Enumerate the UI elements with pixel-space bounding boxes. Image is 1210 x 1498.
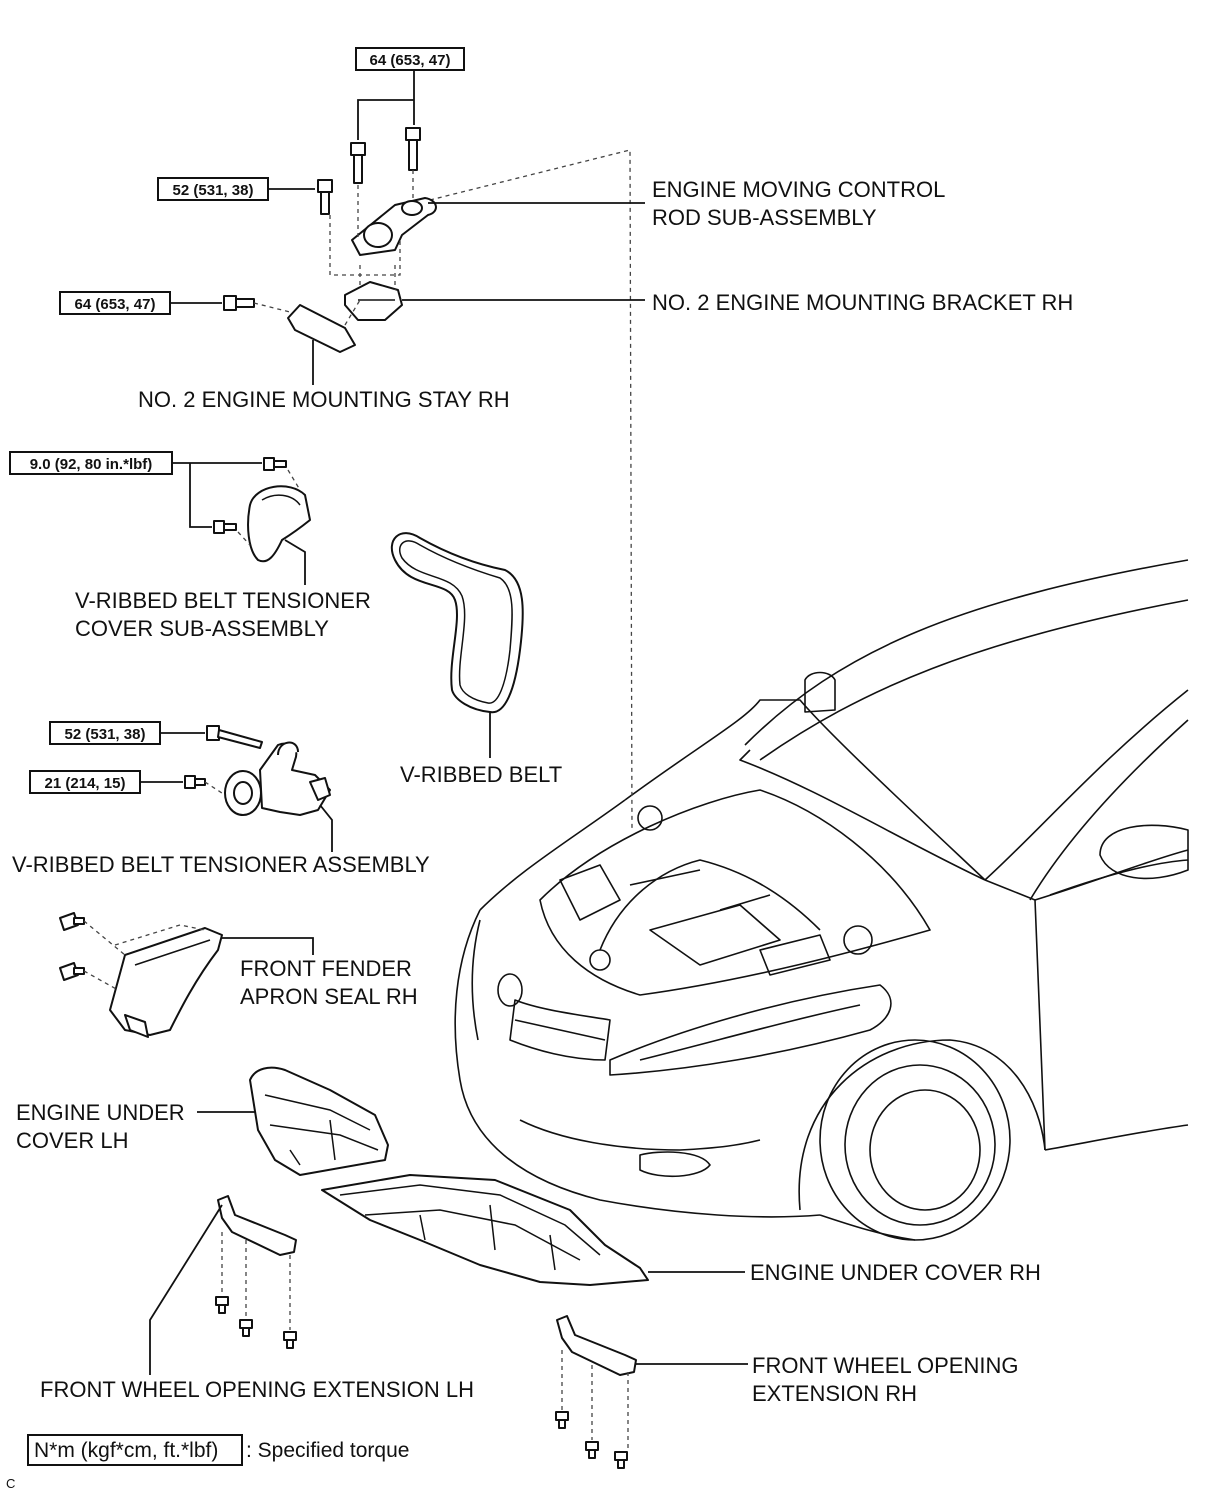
label-tensioner-cover: V-RIBBED BELT TENSIONER	[75, 588, 371, 613]
v-ribbed-belt-part	[390, 532, 524, 714]
bolt-icon	[213, 520, 237, 534]
bolt-icon	[405, 127, 421, 171]
torque-box-control-rod-left: 52 (531, 38)	[157, 177, 315, 201]
svg-text:52 (531, 38): 52 (531, 38)	[65, 726, 146, 743]
svg-text:9.0 (92, 80 in.*lbf): 9.0 (92, 80 in.*lbf)	[30, 456, 153, 473]
bolt-icon	[283, 1331, 297, 1349]
bolt-icon	[215, 1296, 229, 1314]
legend-unit: N*m (kgf*cm, ft.*lbf)	[34, 1439, 218, 1462]
bolt-icon	[585, 1441, 599, 1459]
label-front-wheel-opening-extension-rh: FRONT WHEEL OPENING	[752, 1353, 1018, 1378]
bolt-icon	[614, 1451, 628, 1469]
bolt-icon	[350, 142, 366, 184]
no2-engine-mounting-stay-part	[253, 299, 361, 353]
engine-moving-control-rod-part	[329, 170, 437, 276]
bolt-icon	[263, 457, 287, 471]
label-engine-moving-control-rod: ENGINE MOVING CONTROL	[652, 177, 945, 202]
torque-box-tensioner-cover: 9.0 (92, 80 in.*lbf)	[9, 451, 262, 528]
svg-text:21 (214, 15): 21 (214, 15)	[45, 775, 126, 792]
bolt-icon	[184, 775, 206, 789]
label-no2-engine-mounting-bracket: NO. 2 ENGINE MOUNTING BRACKET RH	[652, 290, 1073, 315]
clip-icon	[59, 912, 85, 931]
bolt-icon	[239, 1319, 253, 1337]
torque-box-control-rod: 64 (653, 47)	[355, 47, 465, 140]
engine-under-cover-rh-part	[321, 1174, 649, 1286]
label-tensioner-cover: COVER SUB-ASSEMBLY	[75, 616, 329, 641]
corner-mark: C	[6, 1476, 15, 1491]
label-v-ribbed-belt: V-RIBBED BELT	[400, 762, 562, 787]
no2-engine-mounting-bracket-part	[344, 265, 403, 321]
engine-under-cover-lh-part	[249, 1066, 389, 1176]
label-engine-under-cover-lh: COVER LH	[16, 1128, 128, 1153]
label-tensioner-assembly: V-RIBBED BELT TENSIONER ASSEMBLY	[12, 852, 430, 877]
torque-box-stay: 64 (653, 47)	[59, 291, 222, 315]
dashed-guide-to-engine	[429, 149, 633, 831]
front-wheel-opening-extension-rh-part	[556, 1315, 637, 1450]
label-no2-engine-mounting-stay: NO. 2 ENGINE MOUNTING STAY RH	[138, 387, 510, 412]
clip-icon	[59, 962, 85, 981]
svg-text:64 (653, 47): 64 (653, 47)	[75, 296, 156, 313]
label-front-wheel-opening-extension-rh: EXTENSION RH	[752, 1381, 917, 1406]
label-engine-under-cover-rh: ENGINE UNDER COVER RH	[750, 1260, 1041, 1285]
bolt-icon	[223, 295, 255, 311]
label-front-fender-apron-seal: FRONT FENDER	[240, 956, 412, 981]
torque-legend: N*m (kgf*cm, ft.*lbf) : Specified torque	[27, 1434, 409, 1466]
torque-box-tensioner-short: 21 (214, 15)	[29, 770, 183, 794]
front-fender-apron-seal-part	[83, 920, 223, 1038]
bolt-icon	[317, 179, 333, 215]
label-engine-under-cover-lh: ENGINE UNDER	[16, 1100, 185, 1125]
tensioner-cover-part	[237, 469, 311, 563]
v-ribbed-belt-tensioner-part	[204, 741, 331, 816]
vehicle-illustration	[454, 559, 1189, 1241]
svg-text:52 (531, 38): 52 (531, 38)	[173, 182, 254, 199]
label-front-fender-apron-seal: APRON SEAL RH	[240, 984, 418, 1009]
front-wheel-opening-extension-lh-part	[217, 1195, 297, 1330]
legend-description: : Specified torque	[246, 1439, 409, 1462]
bolt-icon	[555, 1411, 569, 1429]
svg-text:64 (653, 47): 64 (653, 47)	[370, 52, 451, 69]
label-front-wheel-opening-extension-lh: FRONT WHEEL OPENING EXTENSION LH	[40, 1377, 474, 1402]
bolt-icon	[206, 725, 263, 749]
label-engine-moving-control-rod: ROD SUB-ASSEMBLY	[652, 205, 877, 230]
torque-box-tensioner-long: 52 (531, 38)	[49, 721, 205, 745]
